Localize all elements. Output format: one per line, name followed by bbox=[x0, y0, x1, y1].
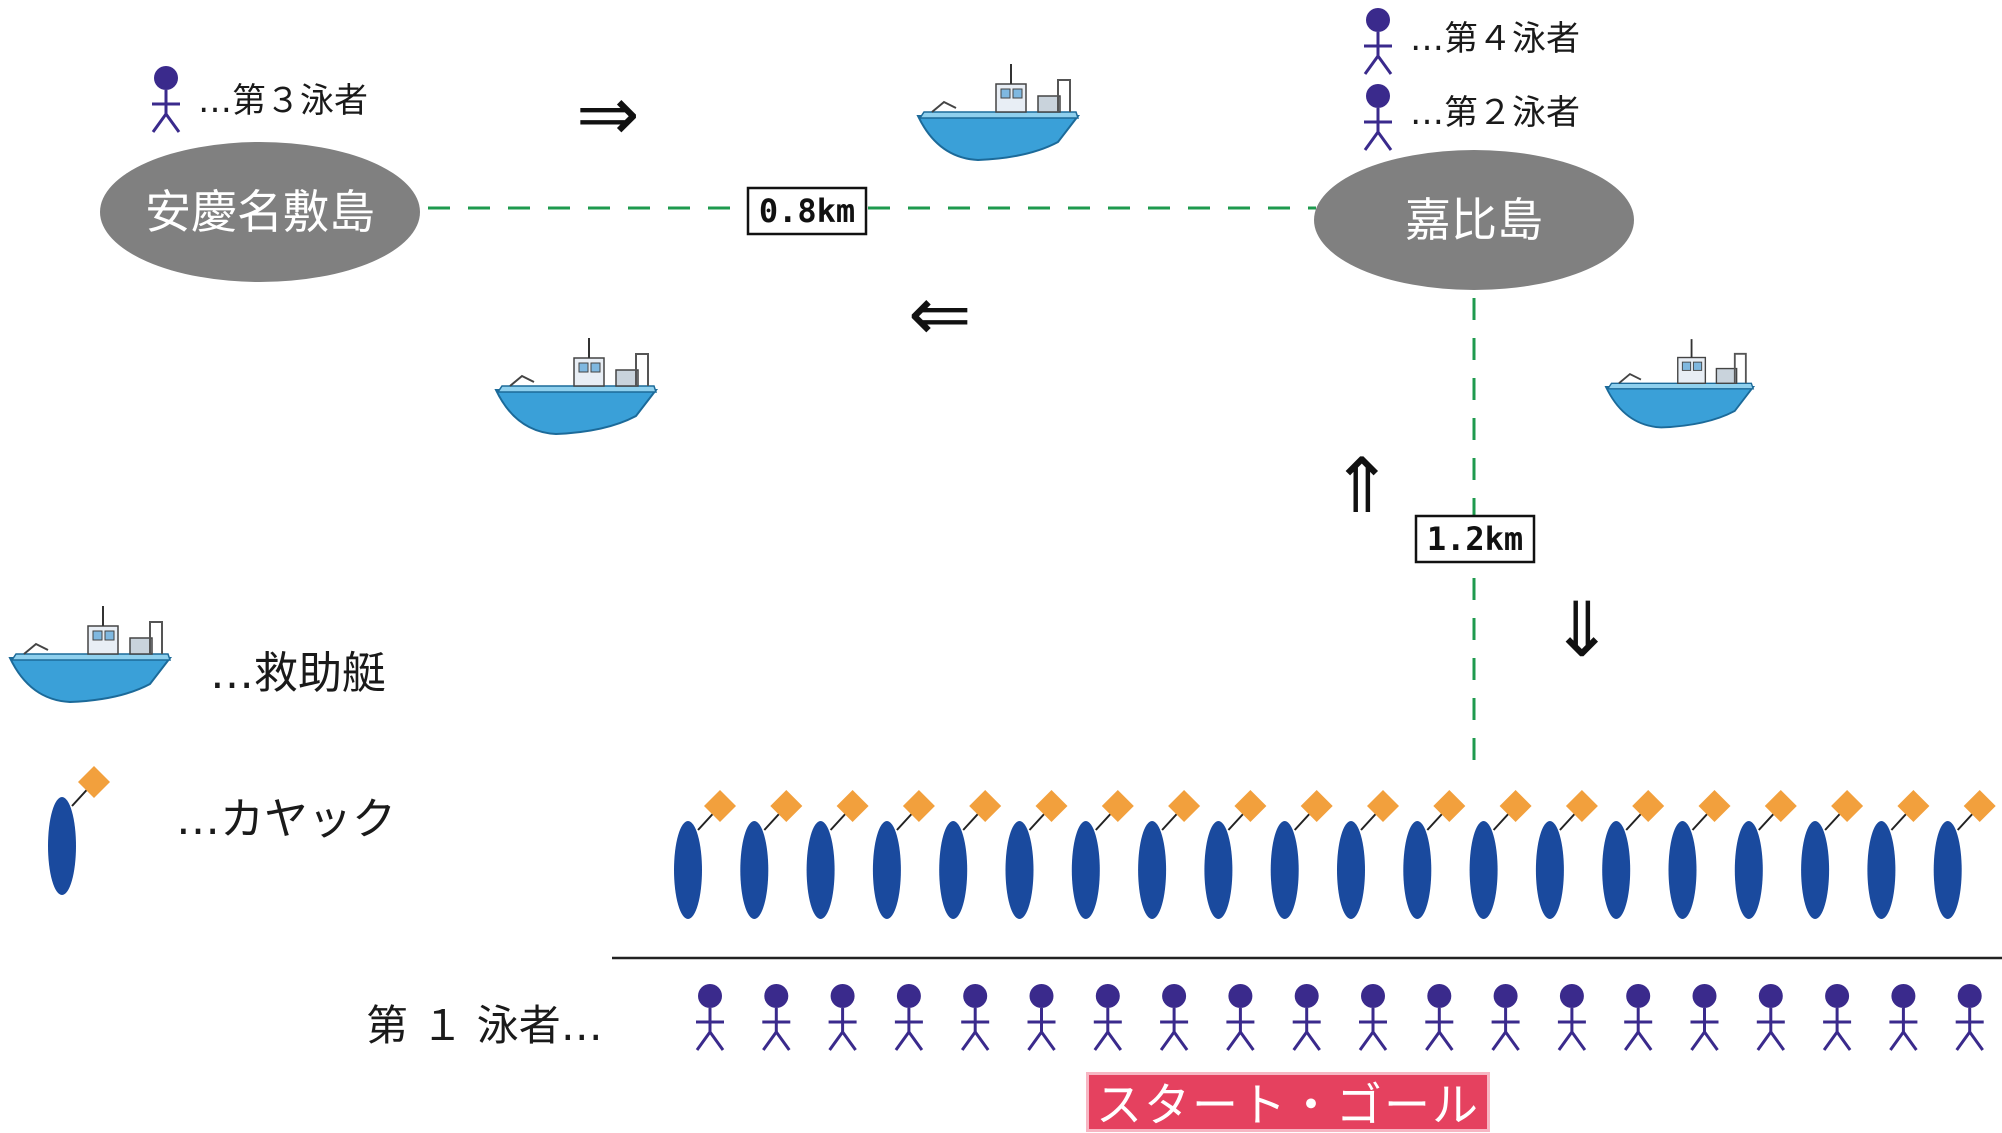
swimmer-first-icon bbox=[959, 982, 991, 1052]
swimmer-first-icon bbox=[1291, 982, 1323, 1052]
kayak-icon bbox=[1203, 789, 1268, 920]
swimmer-first-icon bbox=[694, 982, 726, 1052]
distance-box-vertical: 1.2km bbox=[1414, 514, 1536, 564]
swimmer-first-icon bbox=[1158, 982, 1190, 1052]
kayak-row bbox=[673, 789, 1997, 920]
kayak-icon bbox=[1336, 789, 1400, 920]
kayak-icon bbox=[938, 789, 1003, 920]
kayak-icon bbox=[1137, 789, 1202, 920]
distance-horizontal: 0.8km bbox=[759, 192, 855, 230]
swimmer-third-label: …第３泳者 bbox=[198, 81, 368, 121]
rescue-boat-icon bbox=[917, 63, 1079, 161]
rescue-boat-legend-icon bbox=[9, 605, 171, 703]
kayak-icon bbox=[871, 789, 936, 920]
kayak-icon bbox=[1402, 789, 1467, 920]
swimmer-first-icon bbox=[893, 982, 925, 1052]
swimmer-second-label: …第２泳者 bbox=[1410, 93, 1580, 133]
kayak-icon bbox=[1004, 789, 1069, 920]
swimmer-first-label: 第 １ 泳者… bbox=[366, 1001, 603, 1050]
swimmer-first-icon bbox=[1224, 982, 1256, 1052]
swimmer-row bbox=[694, 982, 1986, 1052]
island-right: 嘉比島 bbox=[1314, 150, 1634, 290]
kayak-icon bbox=[1601, 789, 1666, 920]
swimmer-first-icon bbox=[1092, 982, 1124, 1052]
island-left: 安慶名敷島 bbox=[100, 142, 420, 282]
distance-box-horizontal: 0.8km bbox=[746, 186, 868, 236]
rescue-boat-icon bbox=[1605, 338, 1755, 429]
swimmer-fourth-label: …第４泳者 bbox=[1410, 19, 1580, 59]
island-right-label: 嘉比島 bbox=[1405, 193, 1543, 247]
swimmer-fourth-icon bbox=[1362, 6, 1394, 76]
swimmer-third-icon bbox=[150, 64, 182, 134]
swimmer-first-icon bbox=[1490, 982, 1522, 1052]
kayak-icon bbox=[1932, 789, 1997, 920]
kayak-icon bbox=[1800, 789, 1865, 920]
swimmer-first-icon bbox=[1887, 982, 1919, 1052]
arrow-right-icon: ⇒ bbox=[576, 69, 640, 158]
swimmer-first-icon bbox=[1622, 982, 1654, 1052]
kayak-icon bbox=[1269, 789, 1334, 920]
kayak-icon bbox=[1468, 789, 1533, 920]
kayak-icon bbox=[1733, 789, 1798, 920]
swimmer-first-icon bbox=[1954, 982, 1986, 1052]
swimmer-first-icon bbox=[1689, 982, 1720, 1052]
swimmer-first-icon bbox=[1755, 982, 1787, 1052]
arrow-left-icon: ⇐ bbox=[908, 269, 972, 358]
kayak-icon bbox=[805, 789, 870, 920]
swimmer-first-icon bbox=[1556, 982, 1588, 1052]
swimmer-first-icon bbox=[1357, 982, 1389, 1052]
kayak-icon bbox=[1070, 789, 1135, 920]
swimmer-first-icon bbox=[1423, 982, 1455, 1052]
kayak-icon bbox=[1667, 789, 1732, 920]
kayak-icon bbox=[673, 789, 737, 920]
kayak-legend-icon bbox=[47, 765, 111, 896]
arrow-up-icon: ⇑ bbox=[1330, 441, 1394, 530]
legend-rescue-boat-label: …救助艇 bbox=[210, 648, 386, 699]
swimmer-first-icon bbox=[827, 982, 859, 1052]
swimmer-first-icon bbox=[760, 982, 792, 1052]
rescue-boat-icon bbox=[495, 337, 657, 435]
kayak-icon bbox=[1534, 789, 1599, 920]
swimmer-first-icon bbox=[1026, 982, 1057, 1052]
swimmer-first-icon bbox=[1821, 982, 1853, 1052]
kayak-icon bbox=[1866, 789, 1931, 920]
distance-vertical: 1.2km bbox=[1427, 520, 1523, 558]
kayak-icon bbox=[739, 789, 804, 920]
swimmer-second-icon bbox=[1362, 82, 1394, 152]
start-goal-label: スタート・ゴール bbox=[1086, 1072, 1490, 1132]
island-left-label: 安慶名敷島 bbox=[145, 185, 375, 239]
legend-kayak-label: …カヤック bbox=[176, 794, 396, 845]
arrow-down-icon: ⇓ bbox=[1550, 585, 1614, 674]
